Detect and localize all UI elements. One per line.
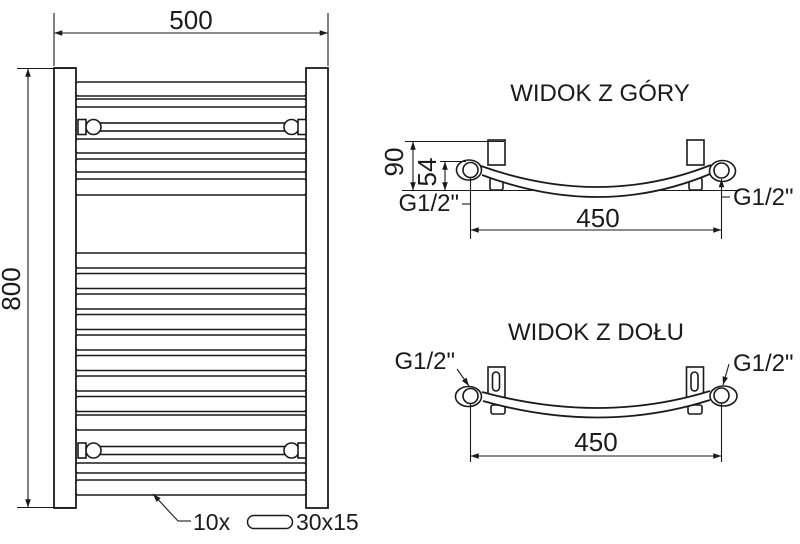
bottom-spacing-dimension: 450 (574, 427, 617, 457)
top-thread-label-left: G1/2" (398, 190, 459, 217)
front-height-dimension: 800 (0, 267, 26, 310)
bottom-spacing-dimension-group: 450 (469, 403, 723, 462)
right-rail (305, 67, 329, 509)
tube (75, 462, 307, 474)
tube (75, 313, 307, 331)
bracket-collar-icon (85, 118, 102, 136)
top-view-title: WIDOK Z GÓRY (510, 80, 690, 107)
top-depth-dimension: 90 (379, 148, 409, 177)
front-view: 500 800 10x 30x15 (0, 5, 359, 535)
top-spacing-dimension-group: 450 (470, 203, 722, 233)
tube (75, 272, 307, 290)
tube (75, 334, 307, 351)
bracket-rod (92, 122, 293, 132)
tube (75, 81, 307, 97)
top-spacing-dimension: 450 (576, 203, 619, 233)
bracket-collar-icon (85, 442, 102, 459)
offset-dimension: 54 (412, 158, 466, 191)
tube (75, 395, 307, 413)
bracket-block (77, 118, 87, 136)
front-width-dimension: 500 (169, 5, 212, 35)
bracket-collar-icon (283, 442, 300, 459)
tube (75, 375, 307, 392)
tube (75, 138, 307, 154)
tube (75, 293, 307, 310)
tube (75, 158, 307, 173)
bracket-collar-icon (283, 118, 300, 136)
bracket-block (77, 442, 87, 459)
bracket-rod (92, 445, 293, 456)
top-thread-label-right: G1/2" (733, 184, 794, 211)
bracket-slot-icon (491, 371, 501, 392)
wall-bracket (487, 139, 506, 166)
wall-bracket (686, 139, 705, 166)
thread-callout-left: G1/2" (394, 348, 470, 387)
bottom-view: WIDOK Z DOŁU G1/2" G1/2" (394, 319, 794, 462)
tube-profile-callout: 10x 30x15 (152, 493, 359, 535)
tube (75, 354, 307, 372)
tube (75, 479, 307, 496)
bracket-block (297, 118, 307, 136)
depth-dimension: 90 (379, 140, 504, 191)
thread-port-icon (462, 387, 479, 405)
bottom-thread-label-right: G1/2" (733, 350, 794, 377)
tube (75, 414, 307, 431)
top-view: WIDOK Z GÓRY 90 54 (379, 80, 794, 239)
lower-bracket (77, 442, 307, 459)
bottom-thread-label-left: G1/2" (394, 348, 455, 375)
curved-tube-body (482, 391, 710, 418)
bottom-view-title: WIDOK Z DOŁU (508, 319, 684, 346)
tube-set (75, 81, 307, 496)
top-offset-dimension: 54 (412, 158, 442, 187)
width-dimension: 500 (53, 5, 329, 66)
tube (75, 178, 307, 196)
thread-port-icon (713, 387, 730, 404)
tube-count-label: 10x (193, 509, 231, 535)
tube-profile-label: 30x15 (296, 509, 359, 535)
left-rail (53, 67, 77, 509)
bracket-block (297, 442, 307, 459)
tube (75, 98, 307, 108)
curved-tube-body (481, 165, 711, 198)
thread-port-icon (462, 161, 479, 179)
tube (75, 252, 307, 269)
thread-callout-right: G1/2" (722, 350, 794, 386)
thread-port-icon (713, 162, 730, 179)
thread-callout-right: G1/2" (718, 179, 794, 239)
height-dimension: 800 (0, 67, 76, 509)
upper-bracket (77, 118, 307, 136)
tube-profile-icon (246, 514, 294, 530)
bracket-slot-icon (690, 371, 699, 392)
